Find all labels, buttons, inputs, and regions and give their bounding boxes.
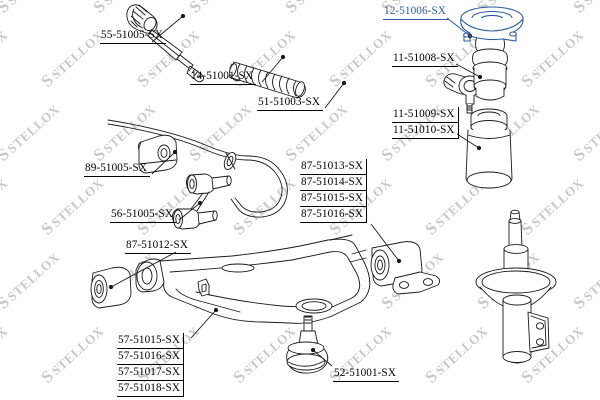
leader-line-strut-mount (446, 17, 471, 37)
leader-line-stabilizer-link (178, 202, 201, 221)
leader-line-ball-joint (312, 349, 333, 367)
part-control-arm-rear-bush (349, 241, 441, 295)
part-steering-rack-bellow (228, 61, 306, 98)
part-code[interactable]: 11-51009-SX (392, 107, 459, 123)
leader-dot-steering-boot (280, 54, 286, 60)
leader-lines (108, 13, 483, 367)
part-code[interactable]: 87-51013-SX (300, 159, 368, 175)
part-code[interactable]: 56-51005-SX (110, 207, 177, 223)
leader-line-arm-bush-rear (370, 223, 400, 262)
leader-dot-bump-stop (477, 74, 483, 80)
leader-line-stabilizer-bushing (151, 151, 176, 175)
part-code[interactable]: 11-51008-SX (392, 51, 458, 67)
leader-line-tie-rod-axial (151, 15, 184, 43)
part-label-stabilizer-link[interactable]: 56-51005-SX (110, 207, 177, 223)
part-ball-joint (286, 315, 329, 374)
part-code[interactable]: 11-51010-SX (392, 123, 459, 139)
part-code[interactable]: 12-51006-SX (383, 4, 450, 20)
part-code[interactable]: 89-51005-SX (84, 161, 151, 177)
leader-dot-tie-rod-end (341, 80, 347, 86)
part-code[interactable]: 57-51016-SX (117, 349, 185, 365)
part-code[interactable]: 55-51005-SX (100, 28, 167, 44)
part-code[interactable]: 87-51014-SX (300, 175, 368, 191)
part-label-stabilizer-bushing[interactable]: 89-51005-SX (84, 161, 151, 177)
part-code[interactable]: 14-51001-SX (190, 69, 257, 85)
part-label-tie-rod-end[interactable]: 51-51003-SX (257, 95, 324, 111)
part-control-arm-front-bush (90, 266, 132, 309)
leader-line-steering-boot (261, 56, 284, 83)
leader-line-dust-cover (456, 133, 480, 149)
part-label-tie-rod-axial[interactable]: 55-51005-SX (100, 28, 167, 44)
leader-dot-arm-bush-rear (396, 258, 402, 264)
part-code[interactable]: 51-51003-SX (257, 95, 324, 111)
part-label-steering-boot[interactable]: 14-51001-SX (190, 69, 257, 85)
part-code[interactable]: 87-51015-SX (300, 191, 368, 207)
part-code[interactable]: 87-51016-SX (300, 207, 368, 223)
leader-dot-ball-joint (310, 347, 316, 353)
leader-line-bump-stop (455, 63, 481, 78)
leader-dot-tie-rod-axial (180, 13, 186, 19)
leader-line-tie-rod-end (324, 82, 345, 109)
part-code[interactable]: 57-51018-SX (117, 381, 185, 397)
leader-dot-control-arm (213, 307, 219, 313)
leader-dot-stabilizer-bushing (172, 149, 178, 155)
part-code[interactable]: 57-51015-SX (117, 333, 185, 349)
part-label-strut-mount[interactable]: 12-51006-SX (383, 4, 450, 20)
part-anti-roll-bar-link (172, 173, 232, 230)
leader-dot-stabilizer-link (197, 200, 203, 206)
part-label-ball-joint[interactable]: 52-51001-SX (333, 366, 400, 382)
part-anti-roll-bar (107, 119, 288, 218)
part-label-bump-stop[interactable]: 11-51008-SX (392, 51, 458, 67)
leader-dot-dust-cover (476, 145, 482, 151)
leader-line-arm-bush-front (110, 251, 177, 288)
leader-line-control-arm (190, 309, 217, 339)
part-protective-bellow (465, 108, 513, 189)
part-track-control-arm (135, 234, 371, 324)
part-code[interactable]: 87-51012-SX (125, 238, 192, 254)
leader-dot-strut-mount (467, 33, 473, 39)
part-label-arm-bush-front[interactable]: 87-51012-SX (125, 238, 192, 254)
part-inner-tie-rod (126, 4, 205, 83)
part-shock-absorber-strut (475, 209, 557, 364)
part-anti-roll-bar-bush (137, 134, 178, 174)
leader-dot-arm-bush-front (108, 284, 114, 290)
part-code[interactable]: 57-51017-SX (117, 365, 185, 381)
part-code[interactable]: 52-51001-SX (333, 366, 400, 382)
